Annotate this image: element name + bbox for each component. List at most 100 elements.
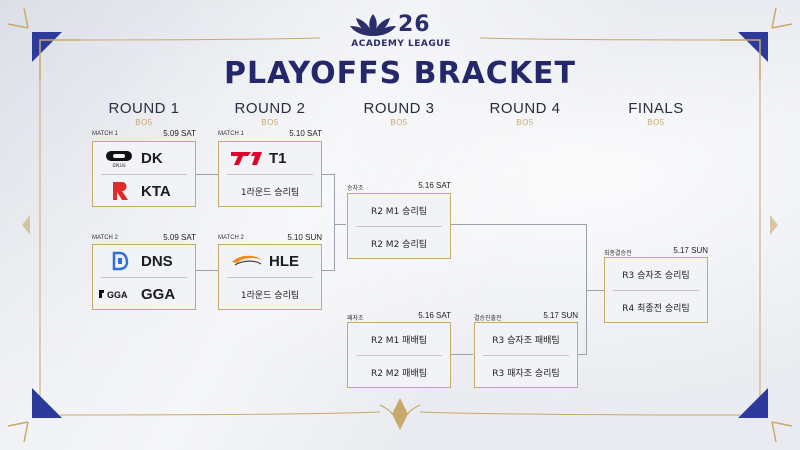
match-date: 5.10 SUN bbox=[287, 233, 322, 242]
match-card-r2m1[interactable]: T1 1라운드 승리팀 bbox=[218, 141, 322, 207]
match-card-finals[interactable]: R3 승자조 승리팀 R4 최종전 승리팀 bbox=[604, 257, 708, 323]
divider bbox=[227, 174, 313, 175]
match-meta: 결승진출전 5.17 SUN bbox=[474, 311, 578, 322]
divider bbox=[483, 355, 569, 356]
connector bbox=[196, 270, 218, 271]
connector bbox=[451, 354, 473, 355]
match-label: 최종결승전 bbox=[604, 251, 632, 257]
hle-logo-icon bbox=[229, 250, 265, 272]
connector bbox=[451, 224, 586, 225]
team-slot: R3 승자조 패배팀 bbox=[475, 323, 577, 355]
match-label: 승자조 bbox=[347, 186, 364, 192]
team-slot: 1라운드 승리팀 bbox=[219, 278, 321, 310]
match-label: MATCH 1 bbox=[92, 131, 118, 137]
team-slot: R3 승자조 승리팀 bbox=[605, 258, 707, 290]
placeholder-team: R2 M1 승리팀 bbox=[370, 206, 428, 217]
match-date: 5.09 SAT bbox=[163, 129, 196, 138]
match-meta: 승자조 5.16 SAT bbox=[347, 181, 451, 192]
match-date: 5.17 SUN bbox=[543, 311, 578, 320]
match-card-r4[interactable]: R3 승자조 패배팀 R3 패자조 승리팀 bbox=[474, 322, 578, 388]
placeholder-team: R3 승자조 승리팀 bbox=[622, 270, 690, 281]
team-name: KTA bbox=[141, 182, 171, 200]
team-name: T1 bbox=[269, 149, 287, 167]
round-format: BO5 bbox=[261, 118, 279, 127]
team-slot: HLE bbox=[219, 245, 321, 277]
team-slot: DNS bbox=[93, 245, 195, 277]
connector bbox=[322, 174, 334, 175]
round-name: FINALS bbox=[628, 100, 684, 117]
league-logo: 26 ACADEMY LEAGUE bbox=[346, 12, 456, 52]
match-label: MATCH 2 bbox=[92, 235, 118, 241]
match-meta: MATCH 2 5.09 SAT bbox=[92, 233, 196, 243]
match-card-r3-losers[interactable]: R2 M1 패배팀 R2 M2 패배팀 bbox=[347, 322, 451, 388]
team-slot: 1라운드 승리팀 bbox=[219, 175, 321, 207]
match-label: 결승진출전 bbox=[474, 316, 502, 322]
kta-logo-icon bbox=[103, 180, 137, 202]
dk-logo-text: DPLUS bbox=[113, 163, 126, 168]
team-name: GGA bbox=[141, 285, 176, 303]
placeholder-team: R2 M2 승리팀 bbox=[370, 239, 428, 250]
round-header-3: ROUND 3 BO5 bbox=[339, 100, 459, 127]
page-title: PLAYOFFS BRACKET bbox=[223, 56, 577, 91]
dk-logo-icon: DPLUS bbox=[103, 147, 137, 169]
round-header-1: ROUND 1 BO5 bbox=[84, 100, 204, 127]
team-slot: R2 M1 승리팀 bbox=[348, 194, 450, 226]
match-label: 패자조 bbox=[347, 316, 364, 322]
round-name: ROUND 4 bbox=[489, 100, 561, 117]
placeholder-team: 1라운드 승리팀 bbox=[240, 187, 300, 198]
round-header-finals: FINALS BO5 bbox=[596, 100, 716, 127]
team-name: DNS bbox=[141, 252, 173, 270]
placeholder-team: R2 M1 패배팀 bbox=[370, 335, 428, 346]
logo-subtitle: ACADEMY LEAGUE bbox=[351, 39, 451, 49]
match-card-r1m2[interactable]: DNS GGA GGA bbox=[92, 244, 196, 310]
match-card-r3-winners[interactable]: R2 M1 승리팀 R2 M2 승리팀 bbox=[347, 193, 451, 259]
connector bbox=[586, 290, 604, 291]
match-meta: MATCH 2 5.10 SUN bbox=[218, 233, 322, 243]
gga-logo-icon: GGA bbox=[97, 283, 137, 305]
match-date: 5.17 SUN bbox=[673, 246, 708, 255]
round-name: ROUND 1 bbox=[108, 100, 180, 117]
match-meta: 최종결승전 5.17 SUN bbox=[604, 246, 708, 257]
round-format: BO5 bbox=[516, 118, 534, 127]
team-slot: DPLUS DK bbox=[93, 142, 195, 174]
connector bbox=[334, 224, 346, 225]
dns-logo-icon bbox=[103, 250, 137, 272]
team-slot: R3 패자조 승리팀 bbox=[475, 356, 577, 388]
match-meta: MATCH 1 5.09 SAT bbox=[92, 129, 196, 139]
divider bbox=[356, 226, 442, 227]
match-meta: 패자조 5.16 SAT bbox=[347, 311, 451, 322]
team-slot: R2 M2 패배팀 bbox=[348, 356, 450, 388]
team-slot: R2 M1 패배팀 bbox=[348, 323, 450, 355]
match-meta: MATCH 1 5.10 SAT bbox=[218, 129, 322, 139]
divider bbox=[613, 290, 699, 291]
divider bbox=[101, 277, 187, 278]
team-slot: KTA bbox=[93, 175, 195, 207]
match-date: 5.09 SAT bbox=[163, 233, 196, 242]
team-slot: R2 M2 승리팀 bbox=[348, 227, 450, 259]
team-name: HLE bbox=[269, 252, 299, 270]
logo-number: 26 bbox=[398, 12, 431, 37]
lotus-icon bbox=[350, 14, 396, 36]
match-card-r2m2[interactable]: HLE 1라운드 승리팀 bbox=[218, 244, 322, 310]
connector bbox=[586, 224, 587, 354]
round-header-4: ROUND 4 BO5 bbox=[465, 100, 585, 127]
match-date: 5.10 SAT bbox=[289, 129, 322, 138]
round-header-2: ROUND 2 BO5 bbox=[210, 100, 330, 127]
divider bbox=[101, 174, 187, 175]
divider bbox=[227, 277, 313, 278]
gga-logo-text: GGA bbox=[107, 290, 128, 300]
connector bbox=[196, 174, 218, 175]
team-slot: GGA GGA bbox=[93, 278, 195, 310]
round-format: BO5 bbox=[135, 118, 153, 127]
placeholder-team: 1라운드 승리팀 bbox=[240, 290, 300, 301]
placeholder-team: R4 최종전 승리팀 bbox=[622, 303, 690, 314]
match-card-r1m1[interactable]: DPLUS DK KTA bbox=[92, 141, 196, 207]
connector bbox=[322, 270, 334, 271]
connector bbox=[578, 354, 587, 355]
match-date: 5.16 SAT bbox=[418, 311, 451, 320]
placeholder-team: R3 승자조 패배팀 bbox=[492, 335, 560, 346]
round-format: BO5 bbox=[390, 118, 408, 127]
team-name: DK bbox=[141, 149, 163, 167]
t1-logo-icon bbox=[229, 147, 265, 169]
placeholder-team: R2 M2 패배팀 bbox=[370, 368, 428, 379]
